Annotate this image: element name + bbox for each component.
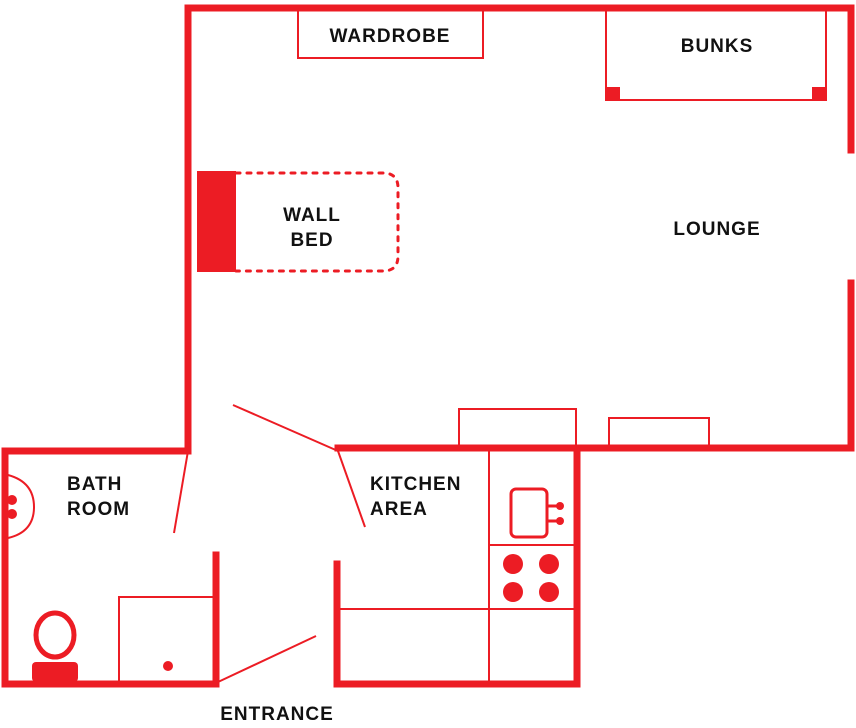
wall-main-top: [184, 4, 855, 455]
wall-kitchen: [333, 444, 581, 688]
bunk-post-left: [606, 87, 620, 100]
door-entrance: [217, 635, 317, 683]
wall-bathroom: [1, 447, 220, 688]
label-bathroom-1: BATH: [67, 474, 122, 495]
wall-bed: [197, 171, 400, 273]
cooktop: [503, 554, 559, 602]
label-kitchen-2: AREA: [370, 499, 428, 520]
label-kitchen-1: KITCHEN: [370, 474, 461, 495]
door-lounge: [232, 404, 339, 452]
burner: [503, 582, 523, 602]
burner: [539, 554, 559, 574]
label-wall-bed-2: BED: [290, 230, 333, 251]
shower-drain: [163, 661, 173, 671]
wall-main-right-lower: [334, 279, 855, 452]
kitchen-sink: [509, 487, 564, 539]
toilet-icon: [32, 610, 78, 682]
lounge-cabinet-2: [608, 417, 710, 449]
label-entrance: ENTRANCE: [220, 704, 334, 725]
wardrobe: [297, 9, 484, 59]
door-kitchen: [337, 450, 366, 528]
wall-bed-outline: [234, 171, 400, 273]
label-bathroom-2: ROOM: [67, 499, 130, 520]
label-bunks: BUNKS: [681, 36, 754, 57]
wall-bed-headboard: [197, 171, 236, 272]
shower: [118, 596, 216, 682]
door-bathroom: [173, 450, 189, 534]
bunks: [605, 10, 827, 101]
label-lounge: LOUNGE: [673, 219, 760, 240]
label-wardrobe: WARDROBE: [330, 26, 451, 47]
kitchen-counter: [337, 448, 577, 684]
lounge-cabinet-1: [458, 408, 577, 449]
burner: [539, 582, 559, 602]
walls: [1, 4, 855, 688]
bunk-post-right: [812, 87, 826, 100]
burner: [503, 554, 523, 574]
bathroom-sink: [7, 474, 36, 539]
label-wall-bed-1: WALL: [283, 205, 341, 226]
